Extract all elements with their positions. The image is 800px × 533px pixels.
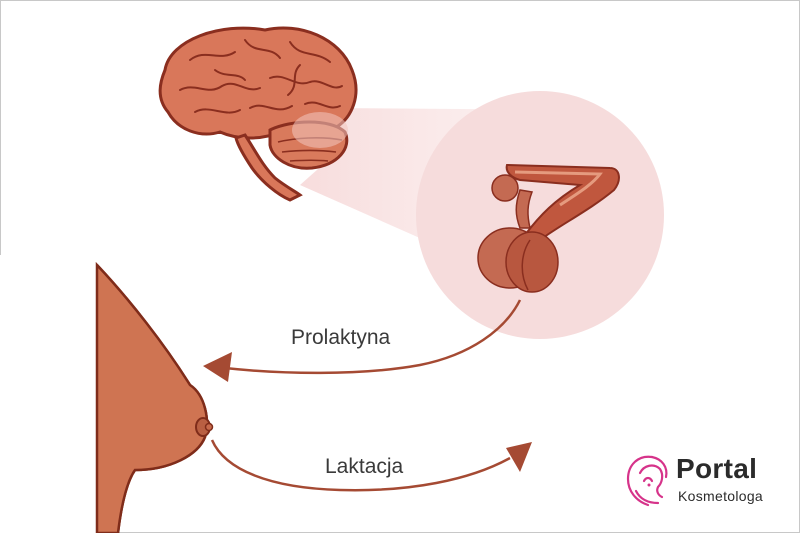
logo-name: Portal [676,453,758,484]
portal-kosmetologa-logo: Portal Kosmetologa [622,451,792,511]
lactation-arrow [210,439,532,492]
prolactin-label: Prolaktyna [291,326,391,349]
brain-illustration [158,26,358,202]
breast-illustration [0,255,214,533]
prolactin-arrow [203,299,522,382]
pituitary-zoom-circle [416,91,664,339]
brainstem [234,133,303,202]
pituitary-gland-illustration [477,163,620,293]
lactation-label: Laktacja [325,455,404,478]
woman-profile-icon [626,455,668,507]
logo-subtitle: Kosmetologa [678,488,764,504]
pituitary-highlight [292,112,348,148]
